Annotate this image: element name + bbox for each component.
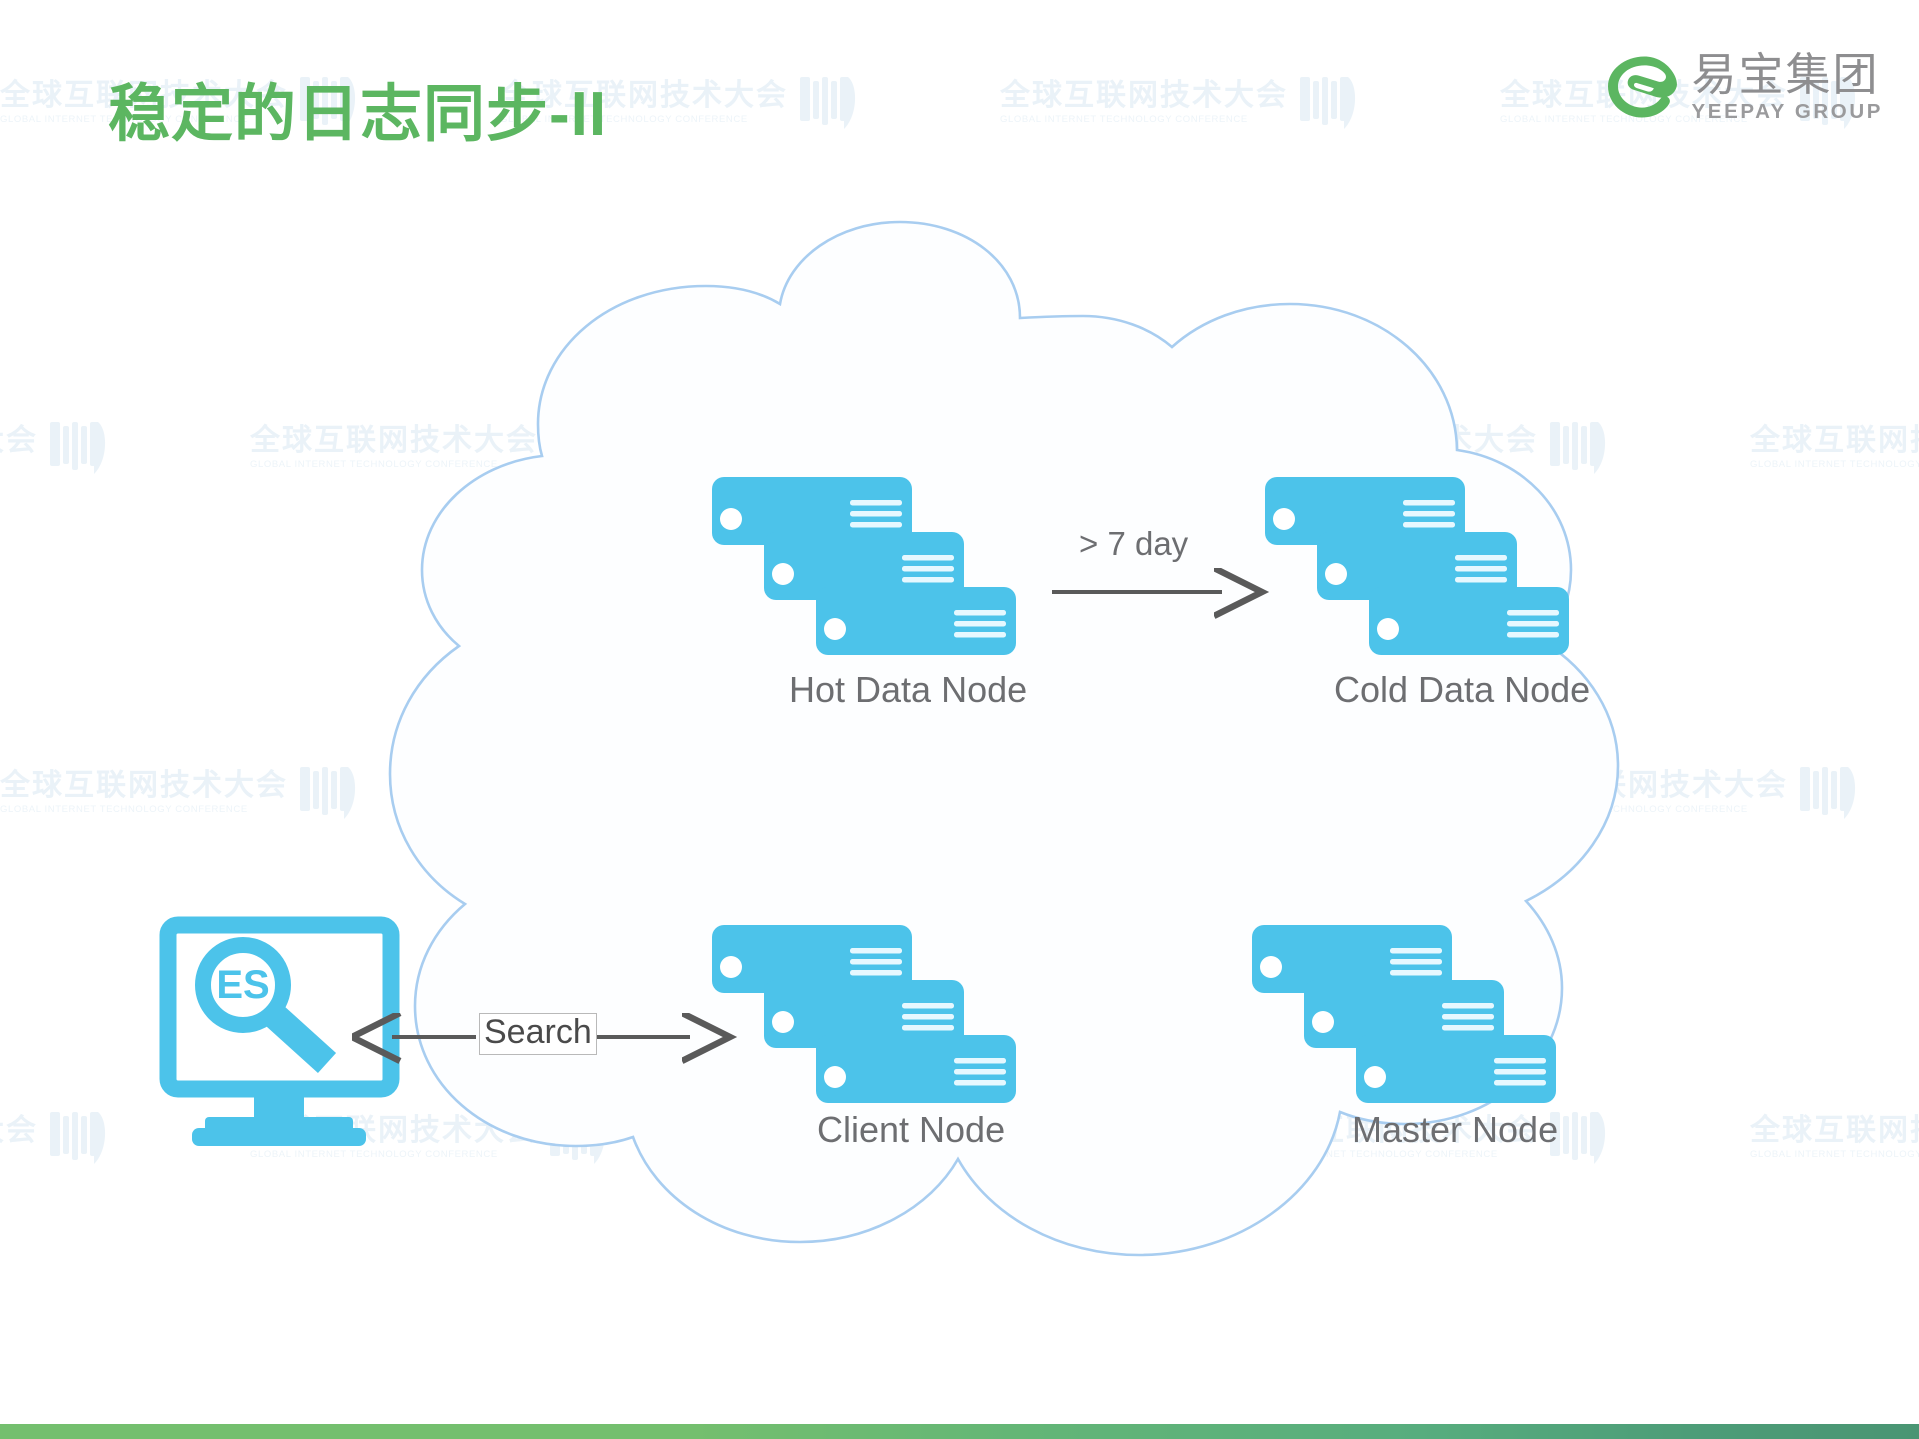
page-title: 稳定的日志同步-II — [108, 80, 608, 149]
cold-data-node-label: Cold Data Node — [1334, 669, 1591, 710]
es-client-terminal-icon: ES — [159, 916, 400, 1146]
hot-data-node-label: Hot Data Node — [789, 669, 1028, 710]
yeepay-e-swirl-icon — [1607, 56, 1677, 118]
svg-text:ES: ES — [216, 963, 269, 1007]
search-connection-label: Search — [479, 1013, 597, 1055]
brand-name-cn: 易宝集团 — [1691, 49, 1880, 100]
master-node-label: Master Node — [1352, 1109, 1559, 1150]
brand-name-en: YEEPAY GROUP — [1691, 100, 1883, 123]
footer-accent-bar — [0, 1424, 1919, 1439]
brand-logo: 易宝集团 YEEPAY GROUP — [1604, 52, 1883, 123]
client-node-label: Client Node — [817, 1109, 1006, 1150]
retention-threshold-label: > 7 day — [1079, 525, 1189, 562]
